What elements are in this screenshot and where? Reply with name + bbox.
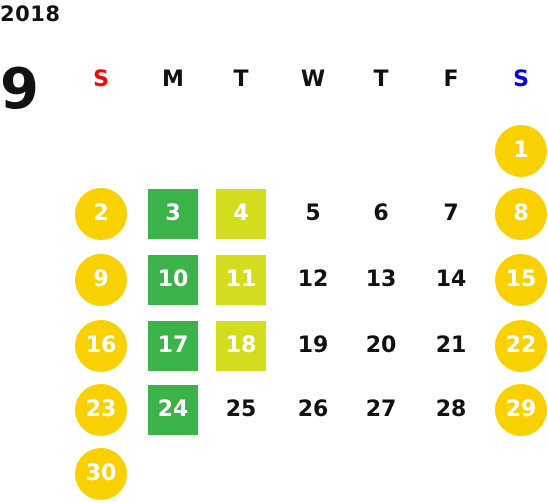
day-cell[interactable]: 20	[365, 333, 397, 358]
holiday-day-cell[interactable]: 16	[75, 320, 127, 372]
marked-day-cell[interactable]: 24	[148, 385, 198, 435]
weekday-header: M	[162, 67, 184, 92]
marked-day-cell[interactable]: 10	[148, 255, 198, 305]
holiday-day-cell[interactable]: 1	[495, 125, 547, 177]
weekday-header: F	[443, 67, 459, 92]
holiday-day-cell[interactable]: 22	[495, 320, 547, 372]
day-cell[interactable]: 13	[365, 267, 397, 292]
marked-day-cell[interactable]: 17	[148, 321, 198, 371]
calendar-year: 2018	[0, 2, 61, 26]
weekday-header: T	[233, 67, 249, 92]
calendar-month: 9	[0, 57, 39, 122]
weekday-header: S	[93, 67, 109, 92]
day-cell[interactable]: 5	[305, 201, 321, 226]
holiday-day-cell[interactable]: 2	[75, 188, 127, 240]
day-cell[interactable]: 27	[365, 397, 397, 422]
day-cell[interactable]: 14	[435, 267, 467, 292]
day-cell[interactable]: 7	[443, 201, 459, 226]
weekday-header: W	[300, 67, 326, 92]
day-cell[interactable]: 21	[435, 333, 467, 358]
day-cell[interactable]: 19	[297, 333, 329, 358]
day-cell[interactable]: 12	[297, 267, 329, 292]
marked-day-cell[interactable]: 3	[148, 189, 198, 239]
marked-day-cell[interactable]: 18	[216, 321, 266, 371]
holiday-day-cell[interactable]: 23	[75, 384, 127, 436]
day-cell[interactable]: 6	[373, 201, 389, 226]
holiday-day-cell[interactable]: 15	[495, 254, 547, 306]
holiday-day-cell[interactable]: 30	[75, 448, 127, 500]
holiday-day-cell[interactable]: 8	[495, 188, 547, 240]
holiday-day-cell[interactable]: 9	[75, 254, 127, 306]
day-cell[interactable]: 25	[225, 397, 257, 422]
day-cell[interactable]: 28	[435, 397, 467, 422]
marked-day-cell[interactable]: 4	[216, 189, 266, 239]
holiday-day-cell[interactable]: 29	[495, 384, 547, 436]
weekday-header: S	[513, 67, 529, 92]
marked-day-cell[interactable]: 11	[216, 255, 266, 305]
weekday-header: T	[373, 67, 389, 92]
day-cell[interactable]: 26	[297, 397, 329, 422]
